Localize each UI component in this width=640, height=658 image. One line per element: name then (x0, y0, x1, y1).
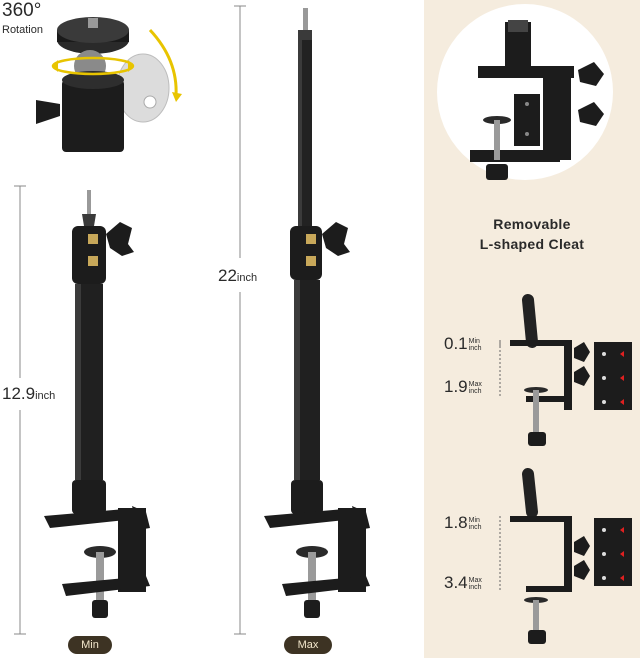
top-opening-value: 0.1 (444, 334, 468, 353)
rotation-value: 360° (2, 0, 42, 21)
bottom-thickness-value: 3.4 (444, 573, 468, 592)
ball-head-icon (36, 17, 182, 152)
min-stand-icon (44, 190, 150, 618)
top-thickness-value: 1.9 (444, 377, 468, 396)
cleat-clamp-icon (470, 20, 604, 180)
min-height-dimension-line (14, 185, 26, 635)
min-height-value: 12.9 (2, 384, 36, 403)
min-height-label: 12.9inch (2, 384, 55, 404)
clamp-diagram-bottom (499, 468, 632, 644)
cleat-caption-line2: L-shaped Cleat (479, 236, 585, 252)
min-badge: Min (68, 636, 112, 654)
max-badge: Max (284, 636, 332, 654)
max-height-unit: inch (236, 272, 258, 284)
cleat-caption-line1: Removable (493, 216, 571, 232)
max-height-label: 22inch (218, 266, 257, 286)
rotation-label: Rotation (2, 24, 43, 36)
bottom-opening-value: 1.8 (444, 513, 468, 532)
max-height-dimension-line (234, 5, 246, 635)
clamp-diagram-top (499, 294, 632, 446)
max-stand-icon (264, 8, 370, 618)
min-height-unit: inch (35, 390, 56, 402)
max-height-value: 22 (218, 266, 237, 285)
